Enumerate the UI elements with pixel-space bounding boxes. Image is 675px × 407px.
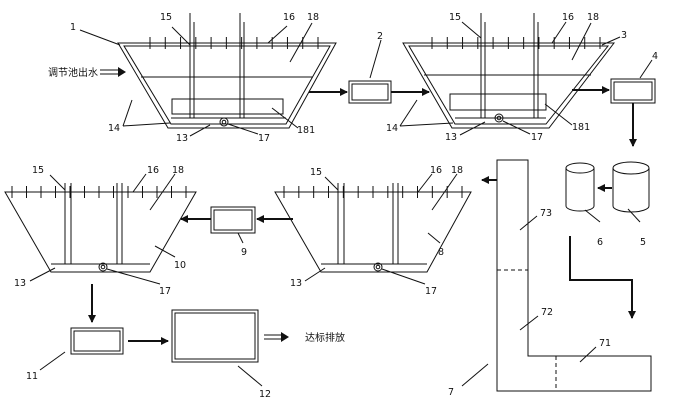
label-1: 1 — [70, 22, 76, 33]
label-14-tank-1: 14 — [108, 123, 120, 134]
unit-4-box — [610, 78, 656, 104]
label-5: 5 — [640, 237, 646, 248]
tank-1 — [117, 13, 337, 129]
label-18-tank-3: 18 — [587, 12, 599, 23]
label-15-tank-8: 15 — [310, 167, 322, 178]
unit-11-box — [70, 327, 124, 355]
label-2: 2 — [377, 31, 383, 42]
unit-12-box — [171, 309, 259, 363]
unit-2-box — [348, 80, 392, 104]
label-6: 6 — [597, 237, 603, 248]
label-13-tank-1: 13 — [176, 133, 188, 144]
label-3: 3 — [621, 30, 627, 41]
label-16-tank-8: 16 — [430, 165, 442, 176]
leader-lines — [29, 21, 653, 387]
inlet-label: 调节池出水 — [48, 66, 98, 79]
label-17-tank-3: 17 — [531, 132, 543, 143]
cylinder-5 — [612, 161, 650, 213]
label-15-tank-3: 15 — [449, 12, 461, 23]
aerator-17-tank-1 — [219, 117, 229, 127]
label-16-tank-1: 16 — [283, 12, 295, 23]
label-17-tank-1: 17 — [258, 133, 270, 144]
label-18-tank-1: 18 — [307, 12, 319, 23]
label-15-tank-1: 15 — [160, 12, 172, 23]
label-16-tank-10: 16 — [147, 165, 159, 176]
label-14-tank-3: 14 — [386, 123, 398, 134]
label-181-tank-1: 181 — [297, 125, 315, 136]
label-13-tank-8: 13 — [290, 278, 302, 289]
tank-8 — [274, 183, 472, 273]
tank-3 — [402, 13, 616, 129]
tank-10 — [4, 183, 197, 273]
label-18-tank-8: 18 — [451, 165, 463, 176]
label-17-tank-10: 17 — [159, 286, 171, 297]
module-181-tank-3 — [449, 93, 547, 111]
unit-9-box — [210, 206, 256, 234]
label-17-tank-8: 17 — [425, 286, 437, 297]
module-181-tank-1 — [171, 98, 284, 115]
label-71: 71 — [599, 338, 611, 349]
label-4: 4 — [652, 51, 658, 62]
outlet-label: 达标排放 — [305, 331, 345, 344]
aerator-17-tank-8 — [373, 262, 383, 272]
flow-arrows — [88, 67, 637, 345]
label-16-tank-3: 16 — [562, 12, 574, 23]
label-73: 73 — [540, 208, 552, 219]
label-72: 72 — [541, 307, 553, 318]
label-10: 10 — [174, 260, 186, 271]
label-13-tank-10: 13 — [14, 278, 26, 289]
label-181-tank-3: 181 — [572, 122, 590, 133]
reactor-7 — [496, 159, 652, 392]
label-18-tank-10: 18 — [172, 165, 184, 176]
cylinder-6 — [565, 162, 595, 212]
label-8: 8 — [438, 247, 444, 258]
labels: 调节池出水 达标排放 1 2 3 4 5 6 7 8 9 10 11 12 15… — [14, 12, 658, 400]
label-13-tank-3: 13 — [445, 132, 457, 143]
label-9: 9 — [241, 247, 247, 258]
aerator-17-tank-10 — [98, 262, 108, 272]
label-15-tank-10: 15 — [32, 165, 44, 176]
label-7: 7 — [448, 387, 454, 398]
label-12: 12 — [259, 389, 271, 400]
label-11: 11 — [26, 371, 38, 382]
aerator-17-tank-3 — [494, 113, 504, 123]
